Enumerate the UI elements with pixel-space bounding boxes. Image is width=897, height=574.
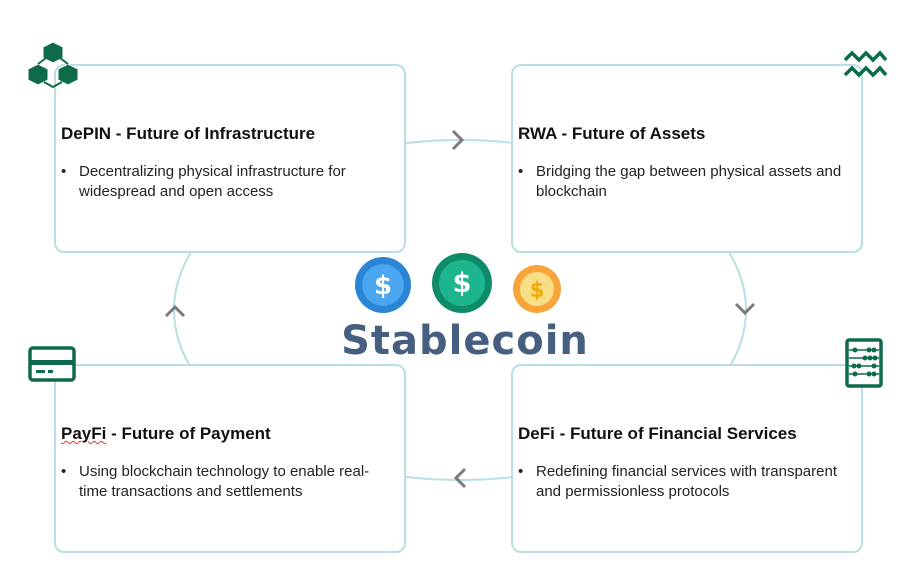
card-bullet: •Decentralizing physical infrastructure … — [61, 163, 346, 200]
svg-text:$: $ — [374, 271, 392, 301]
arrow-up-icon — [164, 304, 186, 318]
svg-text:$: $ — [453, 268, 472, 299]
coin-gold-icon: $ — [513, 265, 561, 313]
svg-text:$: $ — [530, 278, 545, 302]
card-title: DePIN - Future of Infrastructure — [61, 124, 316, 143]
card-bullet: •Redefining financial services with tran… — [518, 463, 837, 500]
arrow-right-icon — [451, 129, 465, 151]
card-depin: DePIN - Future of Infrastructure •Decent… — [54, 64, 406, 253]
card-title: RWA - Future of Assets — [518, 124, 706, 143]
card-bullet: •Using blockchain technology to enable r… — [61, 463, 370, 500]
card-payfi: PayFi - Future of Payment •Using blockch… — [54, 364, 406, 553]
coin-green-icon: $ — [432, 253, 492, 313]
coin-blue-icon: $ — [355, 257, 411, 313]
center-title: Stablecoin — [341, 318, 589, 364]
card-rwa: RWA - Future of Assets •Bridging the gap… — [511, 64, 863, 253]
credit-card-icon — [28, 346, 76, 382]
arrow-down-icon — [734, 302, 756, 316]
arrow-left-icon — [453, 467, 467, 489]
card-title: PayFi - Future of Payment — [61, 424, 271, 443]
card-title: DeFi - Future of Financial Services — [518, 424, 797, 443]
card-defi: DeFi - Future of Financial Services •Red… — [511, 364, 863, 553]
blocks-icon — [27, 41, 79, 89]
waves-icon — [843, 50, 887, 78]
abacus-icon — [845, 338, 883, 388]
card-bullet: •Bridging the gap between physical asset… — [518, 163, 842, 200]
